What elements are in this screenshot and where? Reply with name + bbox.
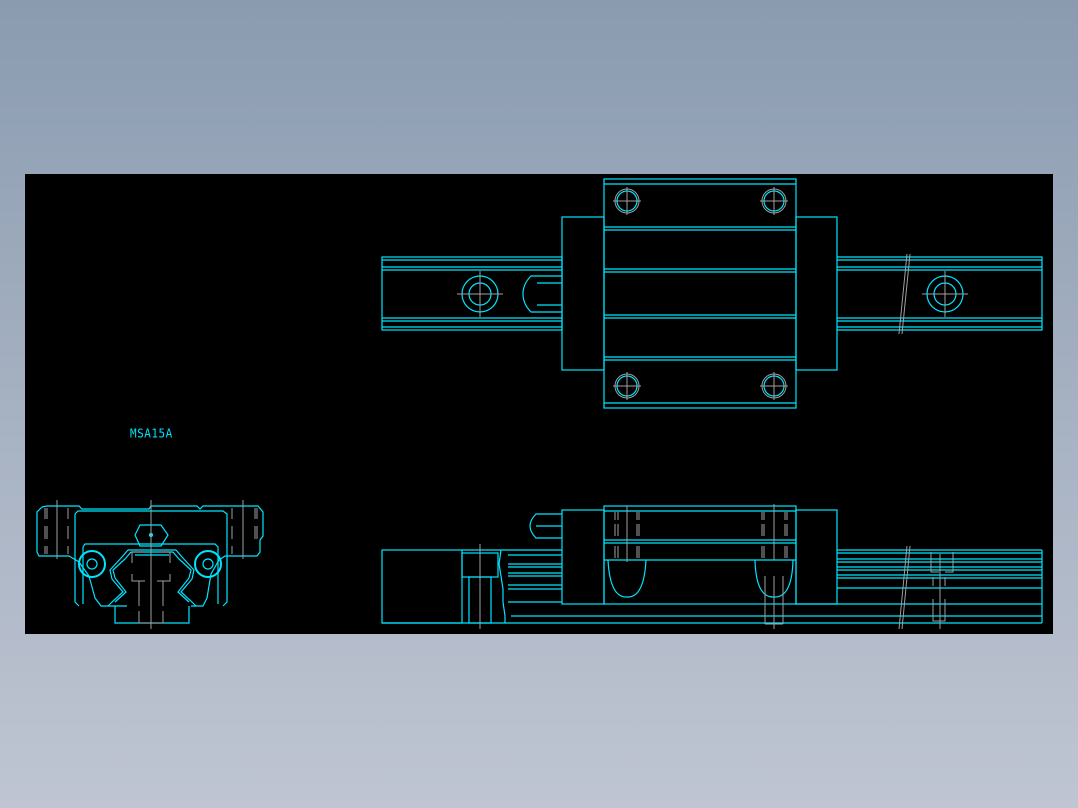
part-label: MSA15A <box>130 426 173 441</box>
drawing-svg <box>36 178 1043 630</box>
top-view <box>381 178 1043 409</box>
end-view <box>36 505 264 624</box>
center-lines <box>44 187 968 630</box>
cad-drawing-canvas[interactable]: MSA15A <box>25 174 1053 634</box>
side-view <box>381 505 1043 624</box>
